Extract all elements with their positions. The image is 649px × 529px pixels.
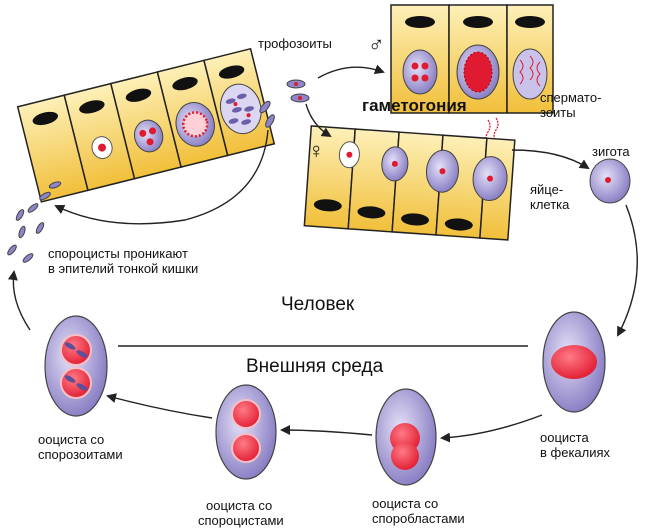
oocyst-with-sporoblasts [375,388,437,486]
trophozoite-stage [91,136,113,160]
male-symbol: ♂ [368,32,385,57]
label-oocyst-sporoblasts-2: споробластами [372,511,465,526]
label-environment: Внешняя среда [246,356,384,377]
label-oocyst-sporozoites-2: спорозоитами [38,447,123,462]
label-spermatozoa-2: зоиты [540,105,576,120]
released-merozoites [259,100,275,128]
oocyst-with-sporocysts [215,384,277,480]
schizont-mature-stage [175,102,215,147]
label-egg-1: яйце- [530,182,564,197]
arrow-zygote-to-oocyst [617,204,638,337]
female-gametogony-cells [303,125,516,241]
schizont-stage [134,119,164,153]
label-sporocysts-2: в эпителий тонкой кишки [48,261,199,276]
sporozoites-cluster [7,181,62,263]
cell-nucleus [79,100,105,114]
cell-nucleus [125,88,152,102]
oocyst-with-sporozoites [44,315,108,417]
arrow-merozoite-reinfect [54,129,269,225]
cell-nucleus [172,77,198,91]
arrow-sporoblasts-to-sporocysts [280,425,373,436]
label-human: Человек [281,294,355,315]
cell-nucleus [218,65,245,79]
arrow-to-male [317,64,385,79]
label-oocyst-feces-1: ооциста [540,430,589,445]
label-egg-2: клетка [530,197,570,212]
arrow-sporocysts-to-sporozoites [106,393,213,419]
label-oocyst-feces-2: в фекалиях [540,445,611,460]
merozoites-stage [219,83,262,135]
male-gametogony-cells [390,4,554,114]
label-oocyst-sporocysts-1: ооциста со [206,498,273,513]
arrow-sporozoites-to-human [7,270,31,331]
label-oocyst-sporoblasts-1: ооциста со [372,496,439,511]
arrow-to-zygote [511,149,590,170]
intestinal-epithelium-left [16,47,276,203]
female-symbol: ♀ [308,138,325,163]
trophozoites-icon [286,79,310,103]
label-gametogony: гаметогония [362,96,467,115]
zygote-cell [589,158,631,204]
label-trophozoites: трофозоиты [258,36,332,51]
oocyst-in-feces [542,311,606,413]
arrow-oocyst-to-sporoblasts [440,414,543,443]
label-zygote: зигота [592,144,630,159]
cycle-arrows [7,64,638,443]
label-oocyst-sporocysts-2: спороцистами [198,513,284,528]
cell-nucleus [32,111,59,126]
label-oocyst-sporozoites-1: ооциста со [38,432,105,447]
label-sporocysts-1: спороцисты проникают [48,246,188,261]
label-spermatozoa-1: сперматo- [540,90,602,105]
arrow-to-female [305,103,332,138]
